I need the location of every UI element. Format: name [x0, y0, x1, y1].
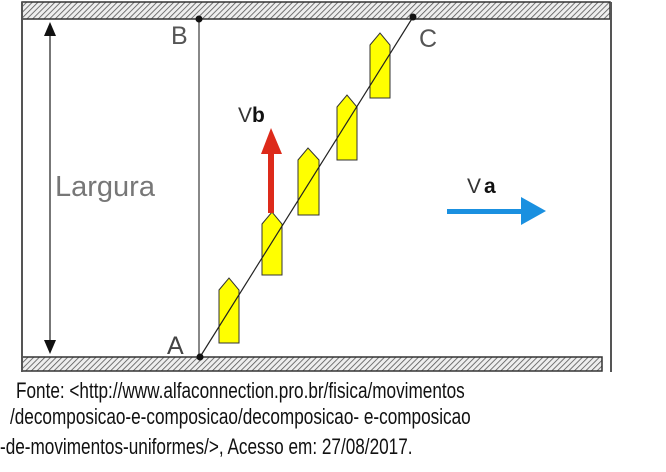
- caption-line-2: /decomposicao-e-composicao/decomposicao-…: [10, 404, 471, 429]
- point-A-dot: [196, 353, 204, 361]
- point-B-label: B: [171, 22, 188, 50]
- point-A-label: A: [167, 332, 184, 360]
- boat-velocity-arrow: [261, 128, 282, 213]
- point-B-dot: [195, 15, 203, 23]
- width-double-arrow: [44, 22, 56, 354]
- river-velocity-arrow: [447, 197, 546, 225]
- top-riverbank: [21, 1, 611, 20]
- caption-line-1: Fonte: <http://www.alfaconnection.pro.br…: [16, 378, 465, 403]
- boat-velocity-label: Vb: [238, 104, 265, 127]
- boat: [369, 32, 391, 99]
- boat: [261, 211, 283, 276]
- point-C-dot: [409, 13, 417, 21]
- point-C-label: C: [419, 25, 437, 53]
- width-label: Largura: [55, 171, 156, 203]
- caption-line-3: -de-movimentos-uniformes/>, Acesso em: 2…: [0, 434, 413, 459]
- boat: [297, 147, 320, 216]
- boats: [218, 32, 391, 344]
- trajectory-AC: [199, 16, 414, 358]
- boat: [336, 94, 358, 161]
- bottom-riverbank: [21, 356, 603, 372]
